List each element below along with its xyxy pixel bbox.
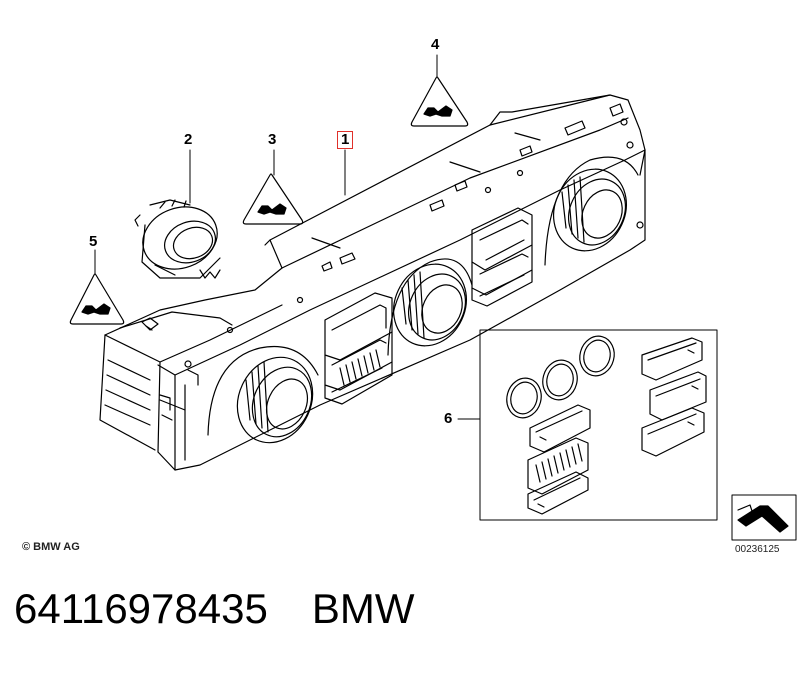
copyright-notice: © BMW AG <box>22 541 80 553</box>
left-rotary-knob <box>236 356 314 444</box>
climate-control-panel <box>99 94 646 471</box>
part-info-line: 64116978435 BMW <box>14 585 414 633</box>
callout-4: 4 <box>431 36 440 53</box>
brand-name: BMW <box>311 585 415 632</box>
callout-2: 2 <box>184 131 193 148</box>
warning-decal-4 <box>410 76 469 127</box>
leader-lines <box>94 54 481 420</box>
orientation-arrow-icon <box>731 494 797 541</box>
part-number: 64116978435 <box>14 585 268 632</box>
callout-5: 5 <box>89 233 98 250</box>
middle-rotary-knob <box>393 263 467 347</box>
callout-3: 3 <box>268 131 277 148</box>
knob-ring-assembly <box>134 199 221 279</box>
callout-1-highlighted: 1 <box>337 131 354 149</box>
warning-decal-3 <box>242 173 304 225</box>
callout-6: 6 <box>444 410 453 427</box>
button-kit-box <box>479 329 718 521</box>
warning-decal-5 <box>69 273 125 325</box>
document-number: 00236125 <box>735 544 780 555</box>
left-button-stack <box>324 292 393 405</box>
right-rotary-knob <box>553 168 627 252</box>
right-button-stack <box>471 207 533 307</box>
